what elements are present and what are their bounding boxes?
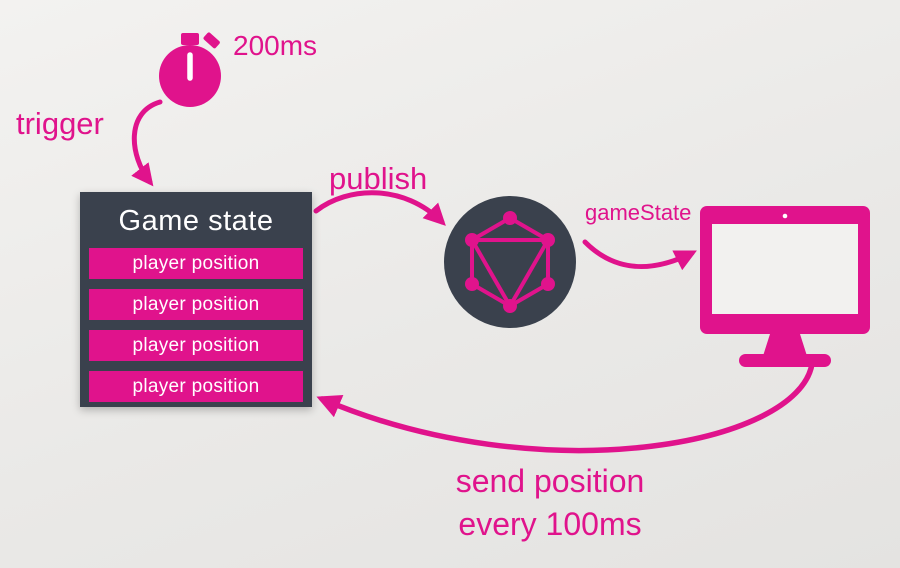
player-position-row: player position	[89, 371, 303, 402]
gamestate-arrow	[582, 239, 697, 271]
send-position-line1: send position	[455, 463, 645, 499]
send-position-arrow	[316, 361, 815, 454]
monitor-icon	[700, 206, 870, 367]
stopwatch-icon	[159, 32, 221, 107]
gamestate-event-label: gameState	[585, 200, 692, 225]
player-position-row: player position	[89, 289, 303, 320]
trigger-arrow	[131, 99, 163, 187]
player-position-row: player position	[89, 248, 303, 279]
send-position-label: send position every 100ms	[390, 460, 710, 546]
graphql-logo-icon	[444, 196, 576, 328]
game-state-title: Game state	[118, 205, 274, 237]
player-position-row: player position	[89, 330, 303, 361]
game-state-box: Game state player position player positi…	[80, 192, 312, 407]
trigger-label: trigger	[16, 106, 104, 141]
timer-interval-label: 200ms	[233, 30, 318, 61]
publish-arrow	[313, 190, 446, 226]
publish-label: publish	[329, 161, 428, 196]
send-position-line2: every 100ms	[458, 506, 642, 542]
